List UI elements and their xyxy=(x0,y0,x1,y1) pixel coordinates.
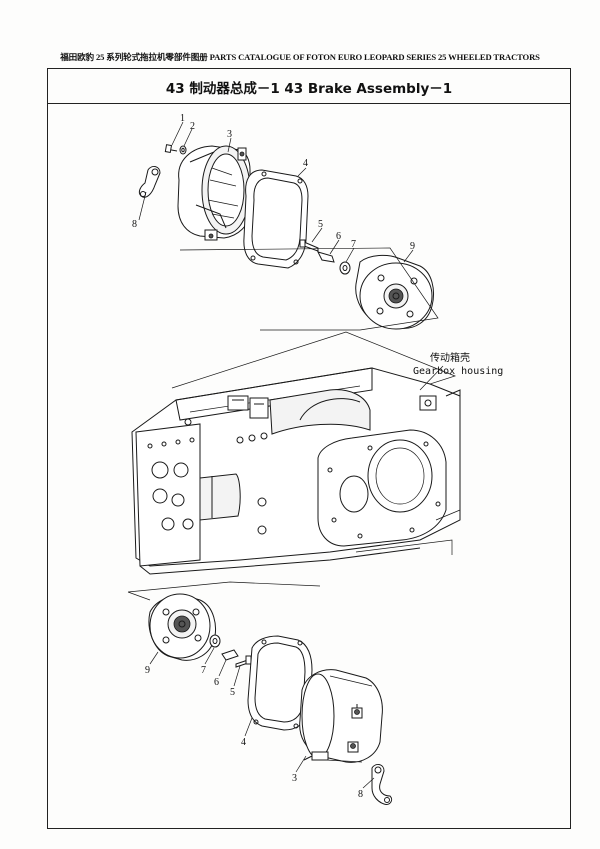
housing-label-en: Gearbox housing xyxy=(413,366,503,377)
part-brake-lever-top xyxy=(138,165,161,198)
callout-9-top: 9 xyxy=(410,241,415,252)
part-gasket-top xyxy=(243,169,309,269)
callout-9-bottom: 9 xyxy=(145,665,150,676)
part-brake-drum-bottom xyxy=(148,593,216,661)
page-header: 福田欧豹 25 系列轮式拖拉机零部件图册 PARTS CATALOGUE OF … xyxy=(60,52,540,62)
part-brake-lever-bottom xyxy=(371,763,393,805)
callout-4-top: 4 xyxy=(303,158,308,169)
top-brake-assembly xyxy=(138,144,439,331)
callout-5-bottom: 5 xyxy=(230,687,235,698)
callout-5-top: 5 xyxy=(318,219,323,230)
page-frame xyxy=(47,68,571,829)
part-cam-top xyxy=(317,251,335,263)
page-title: 43 制动器总成－1 43 Brake Assembly－1 xyxy=(165,81,453,97)
callout-7-top: 7 xyxy=(351,239,356,250)
callout-3-bottom: 3 xyxy=(292,773,297,784)
part-cam-bottom xyxy=(221,649,239,661)
part-brake-housing-bottom xyxy=(299,669,383,763)
housing-label-cn: 传动箱壳 xyxy=(430,351,470,364)
callout-6-bottom: 6 xyxy=(214,677,219,688)
part-brake-drum-top xyxy=(355,254,434,330)
callout-1-top: 1 xyxy=(180,113,185,124)
callout-3-top: 3 xyxy=(227,129,232,140)
bottom-brake-assembly xyxy=(127,581,393,805)
leader-lines xyxy=(138,121,444,789)
callout-7-bottom: 7 xyxy=(201,665,206,676)
part-washer-top xyxy=(179,145,187,155)
mating-plane-top xyxy=(179,247,439,331)
part-washer-7-bottom xyxy=(209,634,221,648)
part-washer-7-top xyxy=(339,261,351,275)
callouts-top: 1 2 3 4 5 6 7 8 9 xyxy=(132,113,415,252)
gearbox-housing xyxy=(131,331,461,575)
title-bar: 43 制动器总成－1 43 Brake Assembly－1 xyxy=(47,68,571,104)
callout-8-top: 8 xyxy=(132,219,137,230)
housing-label: 传动箱壳 Gearbox housing xyxy=(413,351,503,377)
callout-2-top: 2 xyxy=(190,121,195,132)
part-bolt-5-bottom xyxy=(235,655,252,668)
part-brake-housing-top xyxy=(177,145,251,241)
part-gasket-bottom xyxy=(247,635,313,731)
part-bolt-top xyxy=(164,144,178,154)
callouts-bottom: 9 7 6 5 4 3 8 xyxy=(145,665,363,800)
callout-4-bottom: 4 xyxy=(241,737,246,748)
callout-8-bottom: 8 xyxy=(358,789,363,800)
callout-6-top: 6 xyxy=(336,231,341,242)
